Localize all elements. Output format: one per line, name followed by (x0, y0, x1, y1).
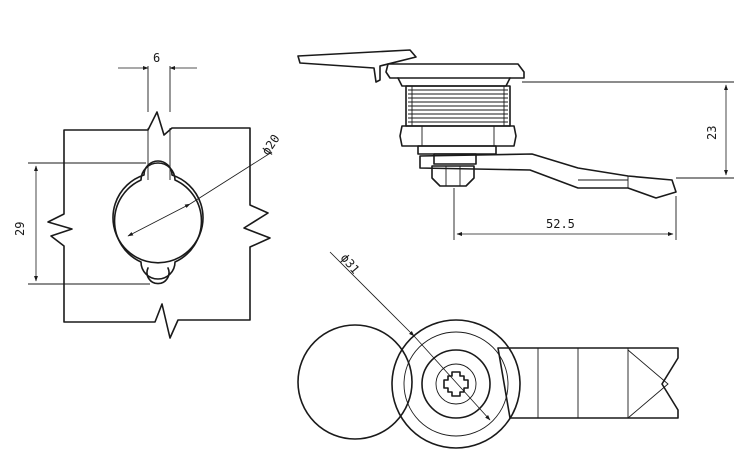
retaining-screw (431, 165, 475, 187)
thread-lines (408, 86, 508, 126)
cross-key-slot-icon (443, 371, 469, 397)
flange-head (385, 63, 525, 79)
dim-hole-diameter: ϕ20 (259, 132, 283, 158)
cutout-hole-shape (113, 162, 203, 280)
dim-body-height: 23 (705, 126, 719, 140)
lock-front-view: ϕ31 (297, 251, 679, 449)
dim-slot-width: 6 (153, 51, 160, 65)
dust-cover (297, 324, 413, 440)
hex-nut (399, 125, 517, 147)
panel-outline (47, 111, 271, 339)
dim-cam-length: 52.5 (546, 217, 575, 231)
cam-plate (419, 153, 677, 199)
dim-cutout-height: 29 (13, 222, 27, 236)
dim-cam-diameter: ϕ31 (338, 251, 363, 277)
top-lever-plate (297, 49, 417, 83)
cutout-hole (112, 160, 204, 285)
cam-lever (497, 347, 679, 419)
lock-side-view: 23 52.5 (297, 49, 734, 240)
lock-head (391, 319, 521, 449)
panel-cutout-view: 6 ϕ20 29 (13, 51, 283, 339)
